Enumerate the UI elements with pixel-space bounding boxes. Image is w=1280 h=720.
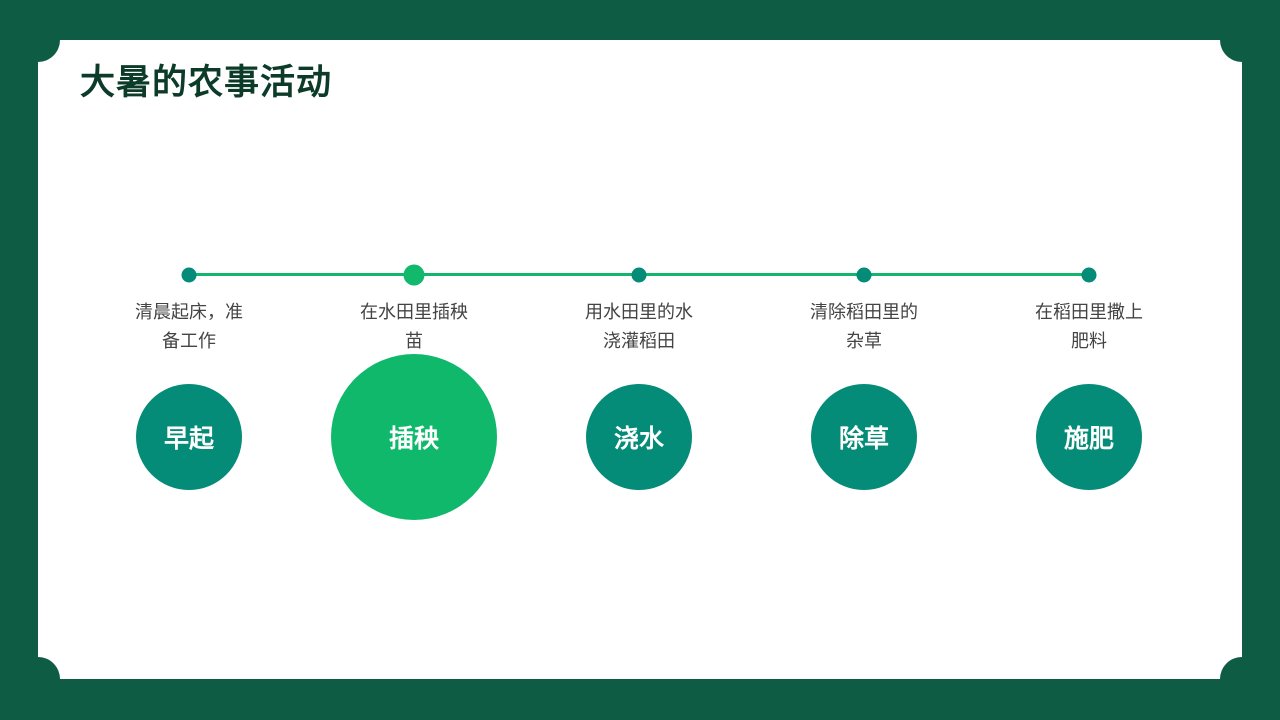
step-label: 施肥 <box>1063 424 1114 453</box>
step-description-5: 在稻田里撒上 肥料 <box>1024 298 1154 356</box>
step-description-line: 杂草 <box>846 331 882 352</box>
timeline-dot-2 <box>403 264 425 286</box>
step-description-line: 在水田里插秧 <box>360 302 468 323</box>
step-description-line: 用水田里的水 <box>585 302 693 323</box>
timeline-dot-4 <box>856 267 872 283</box>
step-description-1: 清晨起床，准 备工作 <box>124 298 254 356</box>
step-description-3: 用水田里的水 浇灌稻田 <box>574 298 704 356</box>
step-description-line: 肥料 <box>1071 331 1107 352</box>
step-circle-2: 插秧 <box>331 354 497 520</box>
step-label: 早起 <box>163 424 214 453</box>
slide-card <box>38 40 1242 679</box>
step-description-line: 苗 <box>405 331 423 352</box>
corner-decoration-bottom-right <box>1220 657 1264 701</box>
corner-decoration-top-left <box>16 18 60 62</box>
step-label: 插秧 <box>388 424 439 453</box>
step-label: 除草 <box>838 424 889 453</box>
step-description-line: 清晨起床，准 <box>135 302 243 323</box>
step-description-2: 在水田里插秧 苗 <box>349 298 479 356</box>
step-description-line: 清除稻田里的 <box>810 302 918 323</box>
slide-title: 大暑的农事活动 <box>80 63 333 103</box>
step-circle-5: 施肥 <box>1036 384 1142 490</box>
timeline-dot-5 <box>1081 267 1097 283</box>
step-circle-4: 除草 <box>811 384 917 490</box>
timeline-dot-1 <box>181 267 197 283</box>
step-description-line: 备工作 <box>162 331 216 352</box>
timeline-dot-3 <box>631 267 647 283</box>
step-description-line: 在稻田里撒上 <box>1035 302 1143 323</box>
corner-decoration-top-right <box>1220 18 1264 62</box>
step-circle-1: 早起 <box>136 384 242 490</box>
corner-decoration-bottom-left <box>16 657 60 701</box>
step-description-4: 清除稻田里的 杂草 <box>799 298 929 356</box>
step-label: 浇水 <box>613 424 664 453</box>
step-description-line: 浇灌稻田 <box>603 331 675 352</box>
step-circle-3: 浇水 <box>586 384 692 490</box>
